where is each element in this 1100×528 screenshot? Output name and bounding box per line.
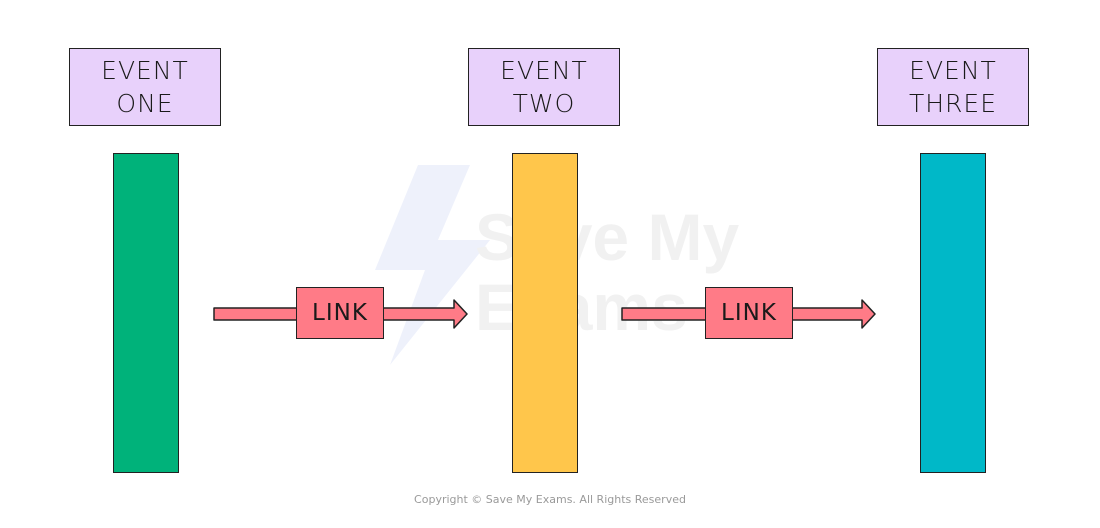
event-three-label-line-2: THREE [908,89,998,118]
event-two-label-line-1: EVENT [500,56,588,85]
event-one-label-line-2: ONE [116,89,174,118]
link-one-label: LINK [312,300,368,326]
event-one-label: EVENT ONE [69,48,221,126]
link-box-two: LINK [705,287,793,339]
link-box-one: LINK [296,287,384,339]
link-two-label: LINK [721,300,777,326]
event-two-bar [512,153,578,473]
copyright-notice: Copyright © Save My Exams. All Rights Re… [414,493,686,506]
event-three-label-line-1: EVENT [909,56,997,85]
event-one-label-line-1: EVENT [101,56,189,85]
watermark-line-2: Exams [475,270,688,344]
event-one-bar [113,153,179,473]
event-two-label-line-2: TWO [512,89,576,118]
event-two-label: EVENT TWO [468,48,620,126]
lightning-bolt-icon [375,165,490,365]
event-three-label: EVENT THREE [877,48,1029,126]
event-three-bar [920,153,986,473]
